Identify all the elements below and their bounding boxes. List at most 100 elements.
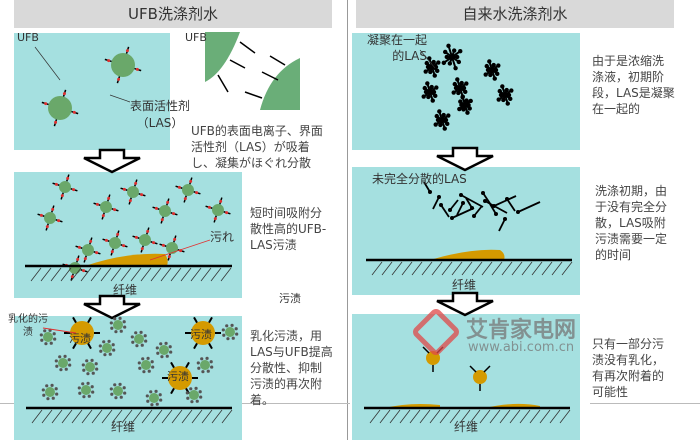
hatch-line xyxy=(489,409,501,424)
charge-dot xyxy=(45,384,49,388)
hatch-line xyxy=(549,409,561,424)
las-molecule xyxy=(469,365,477,373)
charge-dot xyxy=(205,356,209,360)
hatch-line xyxy=(469,409,481,424)
divider-line xyxy=(590,403,700,404)
las-head xyxy=(432,73,437,78)
charge-dot xyxy=(70,275,74,279)
hatch-line xyxy=(31,409,43,424)
charge-dot xyxy=(158,393,162,397)
charge-dot xyxy=(82,368,86,372)
emulsified-stain xyxy=(191,321,215,345)
charge-dot xyxy=(154,389,158,393)
charge-dot xyxy=(196,361,200,365)
hatch-line xyxy=(399,409,411,424)
ufb-bubble xyxy=(113,320,123,330)
charge-dot xyxy=(226,337,230,341)
leader-line xyxy=(42,327,77,334)
las-head xyxy=(464,81,469,86)
charge-dot xyxy=(150,403,154,407)
hatch-line xyxy=(491,261,503,276)
charge-dot xyxy=(195,399,199,403)
hatch-line xyxy=(61,409,73,424)
charge-dot xyxy=(58,355,62,359)
las-molecule xyxy=(193,342,198,350)
charge-dot xyxy=(155,402,159,406)
las-molecule xyxy=(456,202,464,216)
stain-text: 污渍 xyxy=(69,332,91,345)
right-panel-3 xyxy=(352,314,580,440)
las-head xyxy=(428,69,433,75)
ufb-bubble xyxy=(59,181,71,193)
ufb-label-2: UFB xyxy=(185,31,207,44)
charge-dot xyxy=(109,387,113,391)
las-head xyxy=(436,60,441,65)
las-head xyxy=(496,63,501,68)
charge-dot xyxy=(107,59,111,63)
right-desc-1: 由于是浓缩洗 涤液，初期阶 段，LAS是凝聚 在一起的 xyxy=(592,54,675,116)
charge-dot xyxy=(198,390,202,394)
charge-dot xyxy=(85,359,89,363)
charge-dot xyxy=(135,344,139,348)
right-title: 自来水洗涤剂水 xyxy=(356,0,674,28)
hatch-line xyxy=(369,409,381,424)
charge-dot xyxy=(103,353,107,357)
charge-dot xyxy=(230,323,234,327)
ufb-bubble xyxy=(82,244,94,256)
ufb-surface xyxy=(260,58,300,110)
hatch-line xyxy=(220,267,232,282)
charge-dot xyxy=(134,181,138,185)
ufb-bubble xyxy=(141,360,151,370)
charge-dot xyxy=(210,365,214,369)
charge-dot xyxy=(189,387,193,391)
las-molecule xyxy=(261,71,279,81)
charge-dot xyxy=(140,193,144,197)
las-head xyxy=(439,203,443,207)
las-head xyxy=(437,109,442,114)
ufb-bubble xyxy=(159,345,169,355)
charge-dot xyxy=(209,360,213,364)
charge-dot xyxy=(185,391,189,395)
dirt-stain xyxy=(430,249,505,260)
las-head xyxy=(433,122,438,127)
las-head xyxy=(488,72,493,78)
hatch-line xyxy=(441,261,453,276)
las-head xyxy=(458,99,463,104)
las-molecule xyxy=(269,55,286,66)
hatch-line xyxy=(221,409,233,424)
charge-dot xyxy=(39,333,43,337)
las-head xyxy=(457,106,462,112)
las-head xyxy=(450,216,454,220)
charge-dot xyxy=(82,269,86,273)
charge-dot xyxy=(63,354,67,358)
hatch-line xyxy=(151,409,163,424)
hatch-line xyxy=(160,267,172,282)
las-head xyxy=(455,54,460,60)
charge-dot xyxy=(122,386,126,390)
charge-dot xyxy=(113,208,117,212)
charge-dot xyxy=(95,251,99,255)
hatch-line xyxy=(509,409,521,424)
charge-dot xyxy=(235,332,239,336)
las-molecule xyxy=(484,200,508,214)
charge-dot xyxy=(44,102,48,106)
charge-dot xyxy=(76,257,80,261)
hatch-line xyxy=(471,261,483,276)
charge-dot xyxy=(131,340,135,344)
hatch-line xyxy=(371,261,383,276)
charge-dot xyxy=(86,372,90,376)
hatch-line xyxy=(30,267,42,282)
las-head xyxy=(470,206,474,210)
charge-dot xyxy=(137,361,141,365)
hatch-line xyxy=(191,409,203,424)
charge-dot xyxy=(183,197,187,201)
charge-dot xyxy=(138,366,142,370)
ufb-bubble xyxy=(109,237,121,249)
hatch-line xyxy=(90,267,102,282)
charge-dot xyxy=(128,199,132,203)
charge-dot xyxy=(44,342,48,346)
ufb-bubble xyxy=(189,390,199,400)
las-head xyxy=(426,94,431,100)
charge-dot xyxy=(141,357,145,361)
las-head xyxy=(435,68,440,74)
